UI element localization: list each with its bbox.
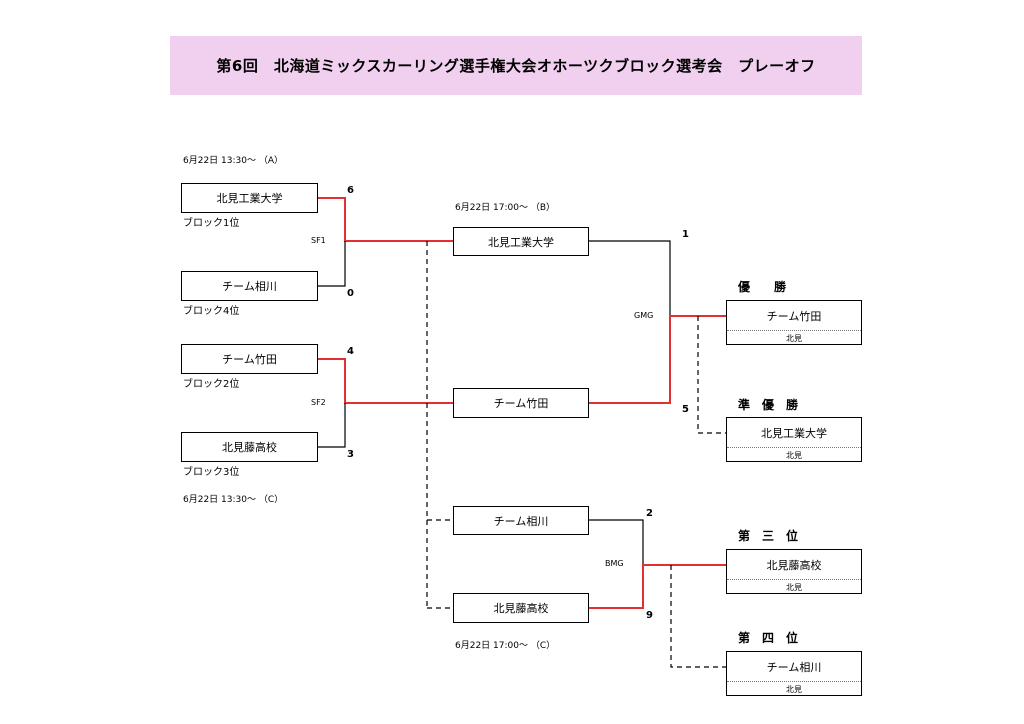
sf2-winner-line [318, 358, 453, 404]
rank-1-region: 北見 [786, 333, 802, 343]
gmg-team1-box: 北見工業大学 [453, 227, 589, 256]
gmg-winner-line [589, 315, 726, 404]
bmg-schedule: 6月22日 17:00～ （C） [455, 641, 556, 651]
sf2-team2-box: 北見藤高校 [181, 432, 318, 462]
bmg-team2-box: 北見藤高校 [453, 593, 589, 623]
gmg-loser-line [589, 240, 671, 316]
rank-3-box: 北見藤高校 北見 [726, 549, 862, 594]
sf1-winner-line [318, 197, 453, 242]
gmg-team2-box: チーム竹田 [453, 388, 589, 418]
sf2-team1-seed: ブロック2位 [183, 379, 240, 390]
sf2-team1-score: 4 [347, 346, 354, 357]
rank-1-heading: 優 勝 [738, 280, 787, 294]
rank-2-heading: 準 優 勝 [738, 398, 799, 412]
gmg-schedule: 6月22日 17:00～ （B） [455, 203, 556, 213]
rank-4-team: チーム相川 [727, 652, 861, 682]
bmg-team2-score: 9 [646, 610, 653, 621]
sf2-team2-score: 3 [347, 449, 354, 460]
bmg-label: BMG [605, 559, 624, 568]
sf-losers-dashed [426, 241, 453, 609]
gmg-team2-score: 5 [682, 404, 689, 415]
sf1-label: SF1 [311, 236, 326, 245]
bmg-team1-score: 2 [646, 508, 653, 519]
gmg-team1-score: 1 [682, 229, 689, 240]
rank-4-heading: 第 四 位 [738, 631, 799, 645]
gmg-runnerup-dashed [697, 316, 726, 434]
title-bar: 第6回 北海道ミックスカーリング選手権大会オホーツクブロック選考会 プレーオフ [170, 36, 862, 95]
sf1-team2-seed: ブロック4位 [183, 306, 240, 317]
sf2-team2-seed: ブロック3位 [183, 467, 240, 478]
sf2-team1-box: チーム竹田 [181, 344, 318, 374]
sf2-loser-line [318, 403, 346, 448]
rank-3-heading: 第 三 位 [738, 529, 799, 543]
rank-1-team: チーム竹田 [727, 301, 861, 331]
sf1-loser-line [318, 241, 346, 287]
bmg-loser-line [589, 519, 644, 565]
sf1-team1-score: 6 [347, 185, 354, 196]
rank-3-region: 北見 [786, 582, 802, 592]
bmg-winner-line [589, 564, 726, 609]
gmg-label: GMG [634, 311, 654, 320]
sf1-team2-box: チーム相川 [181, 271, 318, 301]
sf2-schedule: 6月22日 13:30～ （C） [183, 495, 284, 505]
rank-2-box: 北見工業大学 北見 [726, 417, 862, 462]
rank-2-team: 北見工業大学 [727, 418, 861, 448]
sf1-team1-box: 北見工業大学 [181, 183, 318, 213]
sf1-team1-seed: ブロック1位 [183, 218, 240, 229]
sf1-schedule: 6月22日 13:30～ （A） [183, 156, 283, 166]
page-title: 第6回 北海道ミックスカーリング選手権大会オホーツクブロック選考会 プレーオフ [216, 57, 816, 75]
rank-4-region: 北見 [786, 684, 802, 694]
bmg-team1-box: チーム相川 [453, 506, 589, 535]
bmg-fourth-dashed [670, 565, 726, 668]
sf1-team2-score: 0 [347, 288, 354, 299]
rank-3-team: 北見藤高校 [727, 550, 861, 580]
rank-1-box: チーム竹田 北見 [726, 300, 862, 345]
rank-4-box: チーム相川 北見 [726, 651, 862, 696]
rank-2-region: 北見 [786, 450, 802, 460]
sf2-label: SF2 [311, 398, 326, 407]
